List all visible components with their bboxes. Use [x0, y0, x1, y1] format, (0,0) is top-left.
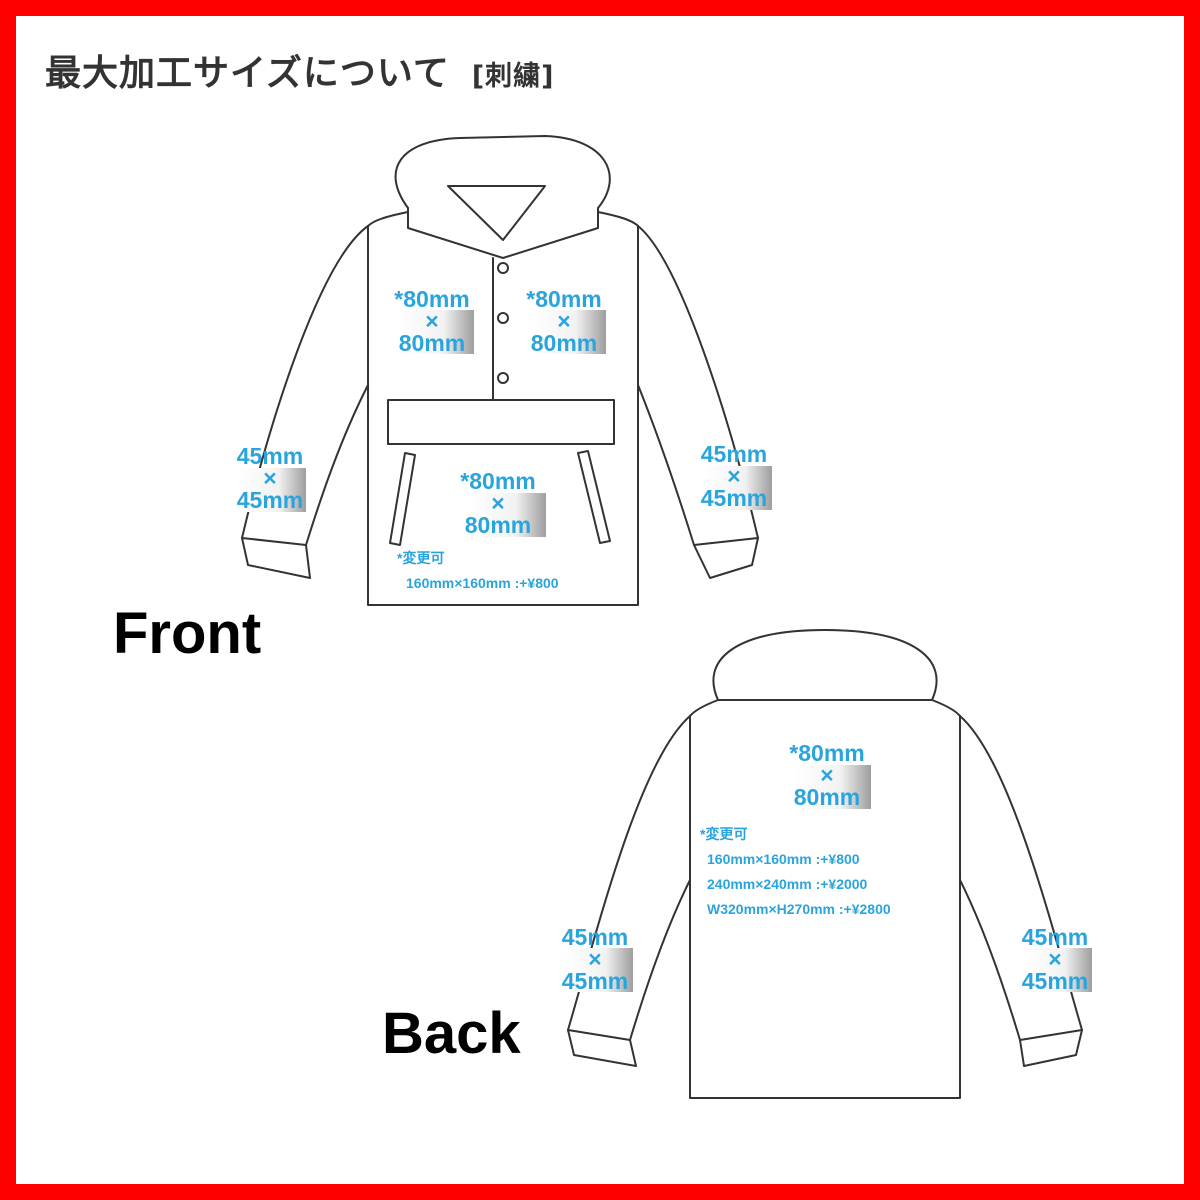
front-chest-right-label: *80mm × 80mm [512, 286, 616, 356]
front-left-pocket [389, 452, 416, 546]
front-button-1 [497, 262, 509, 274]
back-left-sleeve [567, 715, 691, 1041]
label-line: *80mm [394, 286, 470, 312]
label-line: × [588, 946, 602, 972]
front-left-sleeve [241, 225, 369, 546]
front-hood [394, 135, 611, 209]
back-center-swatch [795, 765, 871, 809]
front-jacket [241, 135, 759, 606]
label-line: *80mm [526, 286, 602, 312]
label-line: 45mm [561, 968, 629, 994]
front-left-shoulder [367, 211, 409, 227]
front-right-cuff [693, 537, 759, 579]
back-sleeve-left-swatch [565, 948, 633, 992]
front-view-label: Front [113, 601, 262, 666]
front-chest-right-swatch [530, 310, 606, 354]
label-line: 80mm [530, 330, 598, 356]
back-left-cuff [567, 1029, 637, 1067]
back-right-cuff [1019, 1029, 1083, 1067]
label-line: × [263, 465, 277, 491]
front-kangaroo-band [387, 399, 615, 445]
label-line: *80mm [460, 468, 536, 494]
label-line: × [491, 490, 505, 516]
label-line: 45mm [700, 441, 768, 467]
front-collar [407, 207, 599, 259]
page-title: 最大加工サイズについて [刺繍] [45, 44, 555, 96]
note-line: 160mm×160mm :+¥800 [406, 575, 559, 591]
note-line: 160mm×160mm :+¥800 [707, 851, 860, 867]
front-hood-opening [447, 185, 546, 241]
label-line: 80mm [793, 784, 861, 810]
front-right-shoulder [597, 211, 639, 227]
back-sleeve-right-label: 45mm × 45mm [1007, 924, 1103, 994]
note-heading: *変更可 [397, 550, 445, 566]
back-center-label: *80mm × 80mm [775, 740, 879, 810]
front-size-note: *変更可 160mm×160mm :+¥800 [397, 546, 559, 596]
back-view-label: Back [382, 1001, 521, 1066]
note-line: W320mm×H270mm :+¥2800 [707, 901, 891, 917]
label-line: × [557, 308, 571, 334]
back-sleeve-right-swatch [1024, 948, 1092, 992]
label-line: 80mm [464, 512, 532, 538]
front-button-3 [497, 372, 509, 384]
label-line: × [820, 762, 834, 788]
back-right-shoulder [931, 699, 961, 717]
label-line: 45mm [236, 443, 304, 469]
label-line: *80mm [789, 740, 865, 766]
front-right-pocket [577, 450, 611, 544]
title-sub: [刺繍] [471, 61, 555, 92]
label-line: 80mm [398, 330, 466, 356]
front-sleeve-right-swatch [704, 466, 772, 510]
front-pocket-label: *80mm × 80mm [446, 468, 550, 538]
label-line: × [425, 308, 439, 334]
label-line: × [727, 463, 741, 489]
front-chest-left-swatch [398, 310, 474, 354]
label-line: 45mm [236, 487, 304, 513]
front-left-cuff [241, 537, 311, 579]
front-right-sleeve [637, 225, 759, 546]
front-sleeve-left-swatch [238, 468, 306, 512]
front-button-2 [497, 312, 509, 324]
front-chest-left-label: *80mm × 80mm [380, 286, 484, 356]
back-right-sleeve [959, 715, 1083, 1041]
back-jacket [567, 629, 1083, 1099]
note-line: 240mm×240mm :+¥2000 [707, 876, 868, 892]
back-hood [712, 629, 938, 701]
back-size-note: *変更可 160mm×160mm :+¥800 240mm×240mm :+¥2… [700, 822, 891, 922]
label-line: 45mm [561, 924, 629, 950]
front-sleeve-left-label: 45mm × 45mm [222, 443, 318, 513]
label-line: × [1048, 946, 1062, 972]
front-pocket-swatch [470, 493, 546, 537]
note-heading: *変更可 [700, 826, 748, 842]
back-body [689, 715, 961, 1099]
back-sleeve-left-label: 45mm × 45mm [547, 924, 643, 994]
front-body [367, 225, 639, 606]
title-main: 最大加工サイズについて [45, 53, 450, 94]
back-left-shoulder [689, 699, 719, 717]
label-line: 45mm [1021, 968, 1089, 994]
label-line: 45mm [1021, 924, 1089, 950]
front-sleeve-right-label: 45mm × 45mm [686, 441, 782, 511]
label-line: 45mm [700, 485, 768, 511]
